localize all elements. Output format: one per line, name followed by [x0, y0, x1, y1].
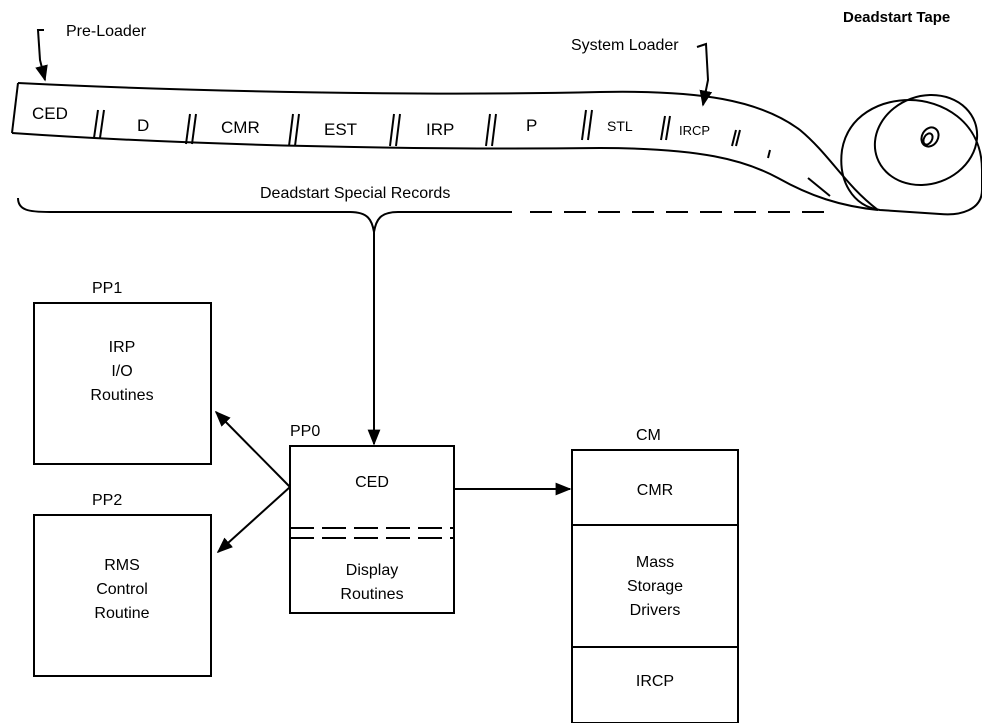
system-loader-callout: System Loader — [571, 37, 713, 107]
pp0-top-label: CED — [355, 474, 389, 491]
pre-loader-callout: Pre-Loader — [35, 23, 147, 82]
tape-segment: IRCP — [679, 123, 710, 138]
pp0-bottom-line: Routines — [340, 586, 403, 603]
pp1-box: PP1 IRP I/O Routines — [33, 280, 212, 465]
tape-segment: CMR — [221, 118, 260, 137]
tape-segment: D — [137, 116, 149, 135]
tape-segment-separators — [93, 109, 771, 159]
pp0-box: PP0 CED Display Routines — [289, 423, 455, 614]
pp2-line: RMS — [104, 557, 140, 574]
cm-section-line: Drivers — [630, 602, 681, 619]
cm-section-line: CMR — [637, 482, 673, 499]
pp0-title: PP0 — [290, 423, 320, 440]
deadstart-tape-label: Deadstart Tape — [843, 9, 950, 26]
pp1-title: PP1 — [92, 280, 122, 297]
tape-segment: EST — [324, 120, 357, 139]
tape-segment: CED — [32, 104, 68, 123]
cm-section-line: IRCP — [636, 673, 674, 690]
records-brace — [17, 197, 836, 233]
cm-title: CM — [636, 427, 661, 444]
tape-segment: STL — [607, 118, 633, 134]
pp1-line: IRP — [109, 339, 136, 356]
cm-box: CM CMR Mass Storage Drivers IRCP — [571, 427, 739, 723]
pp1-line: Routines — [90, 387, 153, 404]
tape-segment: IRP — [426, 120, 454, 139]
cm-section-line: Storage — [627, 578, 683, 595]
pp2-box: PP2 RMS Control Routine — [33, 492, 212, 677]
pp2-title: PP2 — [92, 492, 122, 509]
pre-loader-label: Pre-Loader — [66, 23, 147, 40]
cm-section-line: Mass — [636, 554, 674, 571]
tape-reel-icon — [840, 93, 982, 216]
tape-segment: P — [526, 116, 537, 135]
tape-segment-labels: CED D CMR EST IRP P STL IRCP — [32, 104, 710, 139]
pp0-bottom-line: Display — [346, 562, 398, 579]
arrow-pp0-to-pp1 — [214, 410, 291, 488]
arrow-pp0-to-pp2 — [216, 486, 291, 554]
pp1-line: I/O — [111, 363, 132, 380]
deadstart-special-records-label: Deadstart Special Records — [260, 185, 450, 202]
system-loader-label: System Loader — [571, 37, 679, 54]
pp2-line: Routine — [94, 605, 149, 622]
pp2-line: Control — [96, 581, 148, 598]
tape-strip — [11, 82, 879, 211]
